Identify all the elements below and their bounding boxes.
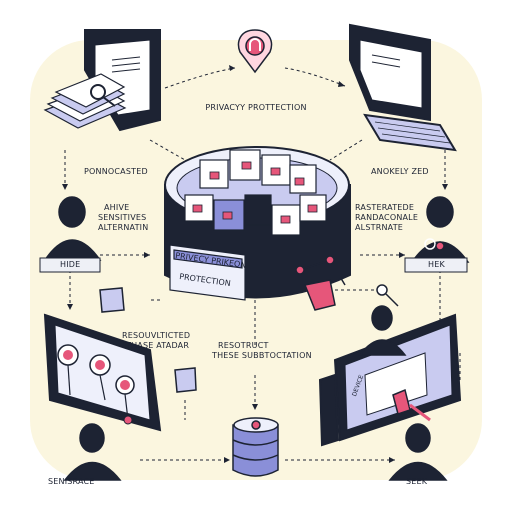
label-hek: HEK (428, 260, 445, 269)
label-resouvlticted: RESOUVLTICTED (122, 331, 191, 340)
label-ponnocasted: PONNOCASTED (84, 167, 148, 176)
arrow-heads (62, 65, 448, 463)
key-icon (295, 255, 399, 307)
puzzle-icon (99, 279, 336, 393)
label-resotruct: RESOTRUCT (218, 341, 269, 350)
magnifier-icon (90, 84, 116, 107)
monitor-bottom-right (318, 313, 462, 447)
hide-bar (39, 257, 101, 273)
label-sensitives: SENSITIVES (98, 213, 147, 222)
label-rasteratede: RASTERATEDE (355, 203, 415, 212)
hek-bar (404, 257, 468, 273)
vault-banner (169, 244, 246, 301)
location-pin-icon (237, 29, 273, 74)
label-randaconale: RANDACONALE (355, 213, 419, 222)
person-at-monitor (358, 305, 407, 356)
label-alstrnate: ALSTRNATE (355, 223, 404, 232)
label-privacy-protection: PRIVACYY PROTTECTION (205, 103, 307, 112)
label-thase-atadar: THASE ATADAR (126, 341, 190, 350)
person-bottom-left (63, 423, 122, 481)
label-ahive: AHIVE (104, 203, 130, 212)
person-right (410, 196, 470, 263)
label-these-subbtoctation: THESE SUBBTOCTATION (212, 351, 312, 360)
padlock-icon (392, 388, 431, 422)
person-bottom-right (388, 423, 448, 481)
lock-icon (192, 161, 318, 224)
label-seek: SEEK (406, 477, 428, 486)
label-hide: HIDE (60, 260, 81, 269)
label-anokely-zed: ANOKELY ZED (371, 167, 429, 176)
laptop-top-right (349, 23, 457, 152)
label-senisrace: SENISRACE (48, 477, 95, 486)
database-icon (232, 417, 279, 477)
label-alternatin: ALTERNATIN (98, 223, 149, 232)
